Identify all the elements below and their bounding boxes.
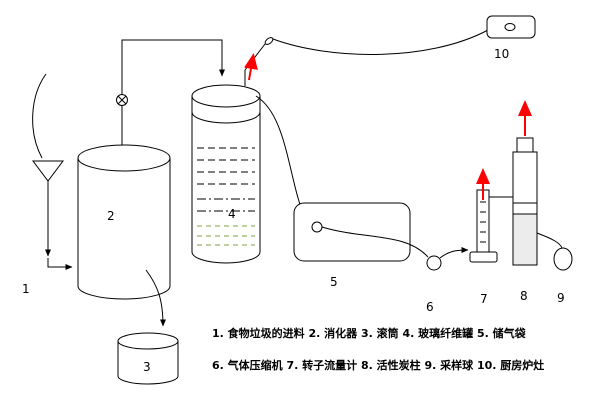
- legend-line-2: 6. 气体压缩机 7. 转子流量计 8. 活性炭柱 9. 采样球 10. 厨房炉…: [212, 358, 544, 372]
- glass-fiber-tank: [192, 85, 260, 263]
- label-3: 3: [143, 360, 151, 374]
- rotameter: [470, 168, 497, 262]
- tank-gas-outlet: [244, 30, 488, 86]
- gas-storage-bag: [294, 203, 410, 261]
- label-4: 4: [228, 207, 236, 221]
- digester: [78, 145, 170, 299]
- legend: 1. 食物垃圾的进料 2. 消化器 3. 滚筒 4. 玻璃纤维罐 5. 储气袋 …: [212, 326, 544, 372]
- sludge-drain-line: [146, 270, 166, 327]
- label-2: 2: [107, 209, 115, 223]
- gas-compressor: [427, 256, 441, 270]
- drum: [118, 333, 178, 384]
- tank-to-bag-line: [256, 96, 306, 221]
- legend-line-1: 1. 食物垃圾的进料 2. 消化器 3. 滚筒 4. 玻璃纤维罐 5. 储气袋: [212, 326, 527, 340]
- label-9: 9: [557, 291, 565, 305]
- label-8: 8: [520, 289, 528, 303]
- label-6: 6: [426, 300, 434, 314]
- gas-pipe-with-valve: [117, 40, 225, 145]
- label-10: 10: [494, 47, 509, 61]
- sampling-ball: [554, 248, 572, 270]
- bag-to-compressor-line: [322, 227, 428, 257]
- label-5: 5: [330, 275, 338, 289]
- feed-inlet: [33, 74, 73, 270]
- kitchen-stove: [487, 16, 535, 38]
- label-7: 7: [480, 292, 488, 306]
- compressor-to-rotameter-line: [440, 247, 469, 258]
- activated-carbon-column: [513, 100, 537, 265]
- column-to-ball-line: [537, 233, 562, 248]
- label-1: 1: [22, 282, 30, 296]
- flow-arrow-red-tank: [244, 53, 258, 80]
